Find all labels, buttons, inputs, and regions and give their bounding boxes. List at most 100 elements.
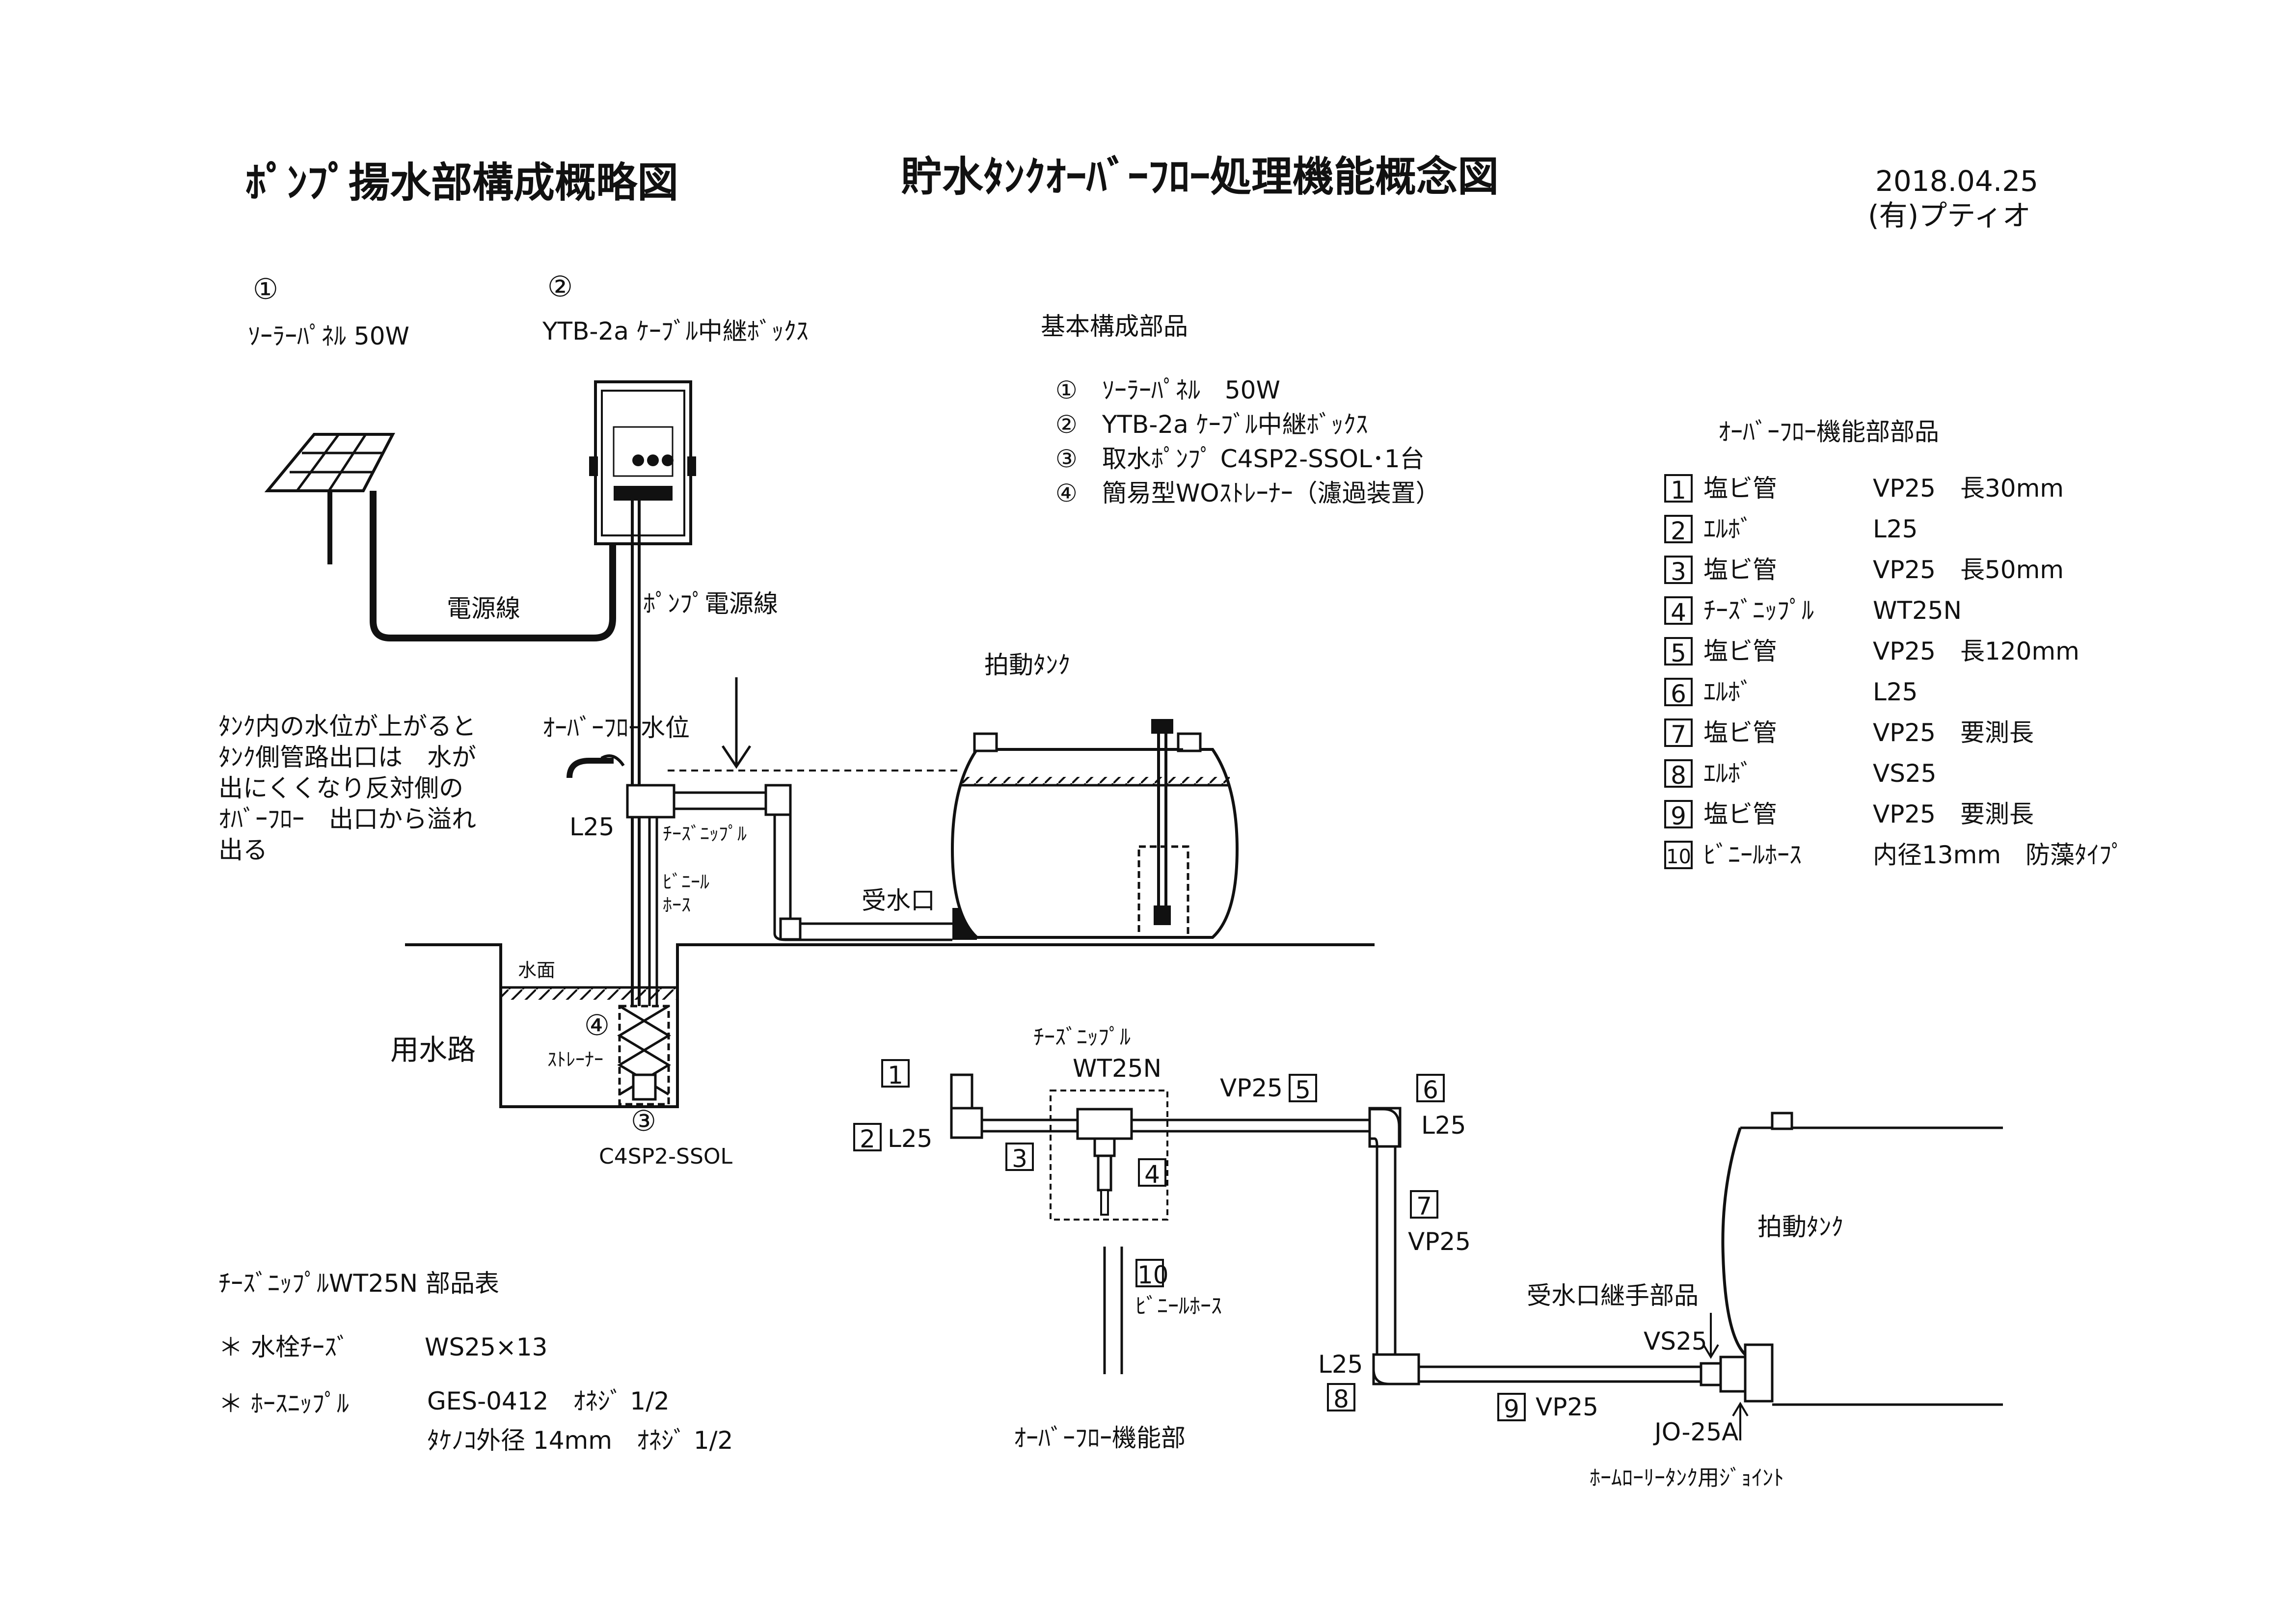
solar-panel-icon <box>264 433 395 564</box>
part-name: ﾋﾞﾆｰﾙﾎｰｽ <box>1703 841 1802 869</box>
part-number-box: 8 <box>1664 759 1693 790</box>
pump-model-label: C4SP2-SSOL <box>599 1144 733 1169</box>
jo25a-label: JO-25A <box>1654 1418 1739 1446</box>
basic-part-item: ④ 簡易型WOｽﾄﾚｰﾅｰ（濾過装置） <box>1055 479 1440 507</box>
note-line: ｵﾊﾞｰﾌﾛｰ 出口から溢れ <box>218 805 476 833</box>
inlet-parts-label: 受水口継手部品 <box>1527 1281 1699 1310</box>
part-name: 塩ビ管 <box>1703 556 1777 584</box>
part-spec: 内径13mm 防藻ﾀｲﾌﾟ <box>1873 841 2124 869</box>
center-title: 貯水ﾀﾝｸｵｰﾊﾞｰﾌﾛｰ処理機能概念図 <box>901 153 1499 201</box>
left-title: ﾎﾟﾝﾌﾟ揚水部構成概略図 <box>245 159 679 207</box>
note-line: 出にくくなり反対側の <box>218 774 463 802</box>
note-line: ﾀﾝｸ内の水位が上がると <box>218 712 476 741</box>
tees-table-r2-name: ＊ ﾎｰｽﾆｯﾌﾟﾙ <box>218 1389 349 1418</box>
tees-nipple-label: ﾁｰｽﾞﾆｯﾌﾟﾙ <box>663 823 747 845</box>
part-number-box: 4 <box>1664 596 1693 627</box>
power-cable <box>370 491 616 641</box>
vp25-label: VP25 <box>1536 1393 1598 1421</box>
tees-table-r3-spec: ﾀｹﾉｺ外径 14mm ｵﾈｼﾞ 1/2 <box>427 1426 733 1455</box>
pump-power-line-label: ﾎﾟﾝﾌﾟ電源線 <box>643 589 778 618</box>
basic-part-item: ③ 取水ﾎﾟﾝﾌﾟ C4SP2-SSOL･1台 <box>1055 445 1425 473</box>
part-name: ｴﾙﾎﾞ <box>1703 678 1753 706</box>
pump-num: ③ <box>631 1104 656 1138</box>
part-number-box: 2 <box>853 1123 882 1153</box>
l25-label: L25 <box>569 813 615 841</box>
tees-table-r1-spec: WS25×13 <box>425 1333 548 1361</box>
basic-part-item: ① ｿｰﾗｰﾊﾟﾈﾙ 50W <box>1055 376 1280 404</box>
vp25-label: VP25 <box>1408 1227 1471 1256</box>
part-name: ｴﾙﾎﾞ <box>1703 759 1753 788</box>
part-name: 塩ビ管 <box>1703 637 1777 665</box>
tees-table-r2-spec: GES-0412 ｵﾈｼﾞ 1/2 <box>427 1387 670 1415</box>
part-spec: VP25 長30mm <box>1873 474 2064 503</box>
part-spec: WT25N <box>1873 596 1962 625</box>
part-number-box: 7 <box>1410 1190 1438 1221</box>
pulse-tank-icon <box>950 719 1239 939</box>
part-name: 塩ビ管 <box>1703 718 1777 747</box>
part-spec: L25 <box>1873 515 1918 543</box>
part-spec: VP25 長50mm <box>1873 556 2064 584</box>
strainer-num: ④ <box>584 1009 610 1042</box>
part-number-box: 1 <box>881 1059 910 1090</box>
note-line: ﾀﾝｸ側管路出口は 水が <box>218 743 476 772</box>
tees-table-r1-name: ＊ 水栓ﾁｰｽﾞ <box>218 1333 349 1361</box>
vp25-label: VP25 <box>1220 1074 1283 1102</box>
part-number-box: 3 <box>1005 1143 1034 1173</box>
joint-label: ﾎｰﾑﾛｰﾘｰﾀﾝｸ用ｼﾞｮｲﾝﾄ <box>1590 1465 1784 1490</box>
strainer-icon <box>617 1005 671 1106</box>
part-name: 塩ビ管 <box>1703 800 1777 828</box>
tees-title: ﾁｰｽﾞﾆｯﾌﾟﾙ <box>1033 1025 1131 1050</box>
vs25-label: VS25 <box>1644 1327 1707 1356</box>
strainer-label: ｽﾄﾚｰﾅｰ <box>547 1049 604 1070</box>
overflow-parts-title: ｵｰﾊﾞｰﾌﾛｰ機能部部品 <box>1718 418 1939 446</box>
part-number-box: 10 <box>1664 841 1693 869</box>
tank-label-bottom: 拍動ﾀﾝｸ <box>1757 1213 1843 1241</box>
part-spec: VS25 <box>1873 759 1937 788</box>
part-number-box: 5 <box>1664 637 1693 667</box>
part-number-box: 6 <box>1416 1074 1445 1104</box>
box-label: YTB-2a ｹｰﾌﾞﾙ中継ﾎﾞｯｸｽ <box>542 317 809 346</box>
part-number-box: 10 <box>1135 1259 1169 1289</box>
basic-parts-title: 基本構成部品 <box>1041 312 1188 341</box>
basic-part-item: ② YTB-2a ｹｰﾌﾞﾙ中継ﾎﾞｯｸｽ <box>1055 410 1368 439</box>
l25-label: L25 <box>1421 1111 1466 1140</box>
part-number-box: 9 <box>1664 800 1693 830</box>
box-num: ② <box>547 270 573 303</box>
part-name: ｴﾙﾎﾞ <box>1703 515 1753 543</box>
inlet-label: 受水口 <box>862 886 935 915</box>
relay-box-icon <box>589 380 696 545</box>
part-number-box: 3 <box>1664 556 1693 586</box>
channel-label: 用水路 <box>390 1033 476 1066</box>
part-spec: VP25 要測長 <box>1873 718 2034 747</box>
part-number-box: 2 <box>1664 515 1693 545</box>
tank-label-top: 拍動ﾀﾝｸ <box>984 651 1070 679</box>
tees-model: WT25N <box>1073 1054 1162 1083</box>
vinyl-hose-label: ﾋﾞﾆｰﾙﾎｰｽ <box>1135 1294 1222 1319</box>
date: 2018.04.25 <box>1875 164 2039 198</box>
part-name: 塩ビ管 <box>1703 474 1777 503</box>
power-line-label: 電源線 <box>447 594 520 623</box>
part-spec: VP25 長120mm <box>1873 637 2080 665</box>
solar-num: ① <box>253 272 278 306</box>
part-number-box: 6 <box>1664 678 1693 708</box>
vinyl-hose-label: ﾎｰｽ <box>663 894 691 916</box>
company: (有)プティオ <box>1868 199 2031 232</box>
part-number-box: 9 <box>1497 1393 1526 1423</box>
part-spec: VP25 要測長 <box>1873 800 2034 828</box>
l25-label: L25 <box>1318 1350 1363 1379</box>
note-line: 出る <box>218 836 268 864</box>
part-number-box: 5 <box>1289 1074 1317 1104</box>
overflow-level-label: ｵｰﾊﾞｰﾌﾛｰ水位 <box>542 714 690 742</box>
overflow-section-label: ｵｰﾊﾞｰﾌﾛｰ機能部 <box>1014 1424 1186 1452</box>
part-number-box: 8 <box>1327 1383 1355 1413</box>
vinyl-hose-label: ﾋﾞﾆｰﾙ <box>663 871 710 893</box>
part-number-box: 4 <box>1138 1158 1166 1189</box>
part-number-box: 7 <box>1664 718 1693 749</box>
part-name: ﾁｰｽﾞﾆｯﾌﾟﾙ <box>1703 596 1814 625</box>
solar-label: ｿｰﾗｰﾊﾟﾈﾙ 50W <box>248 322 409 350</box>
l25-label: L25 <box>888 1124 933 1153</box>
water-surface-label: 水面 <box>518 959 556 981</box>
part-number-box: 1 <box>1664 474 1693 505</box>
